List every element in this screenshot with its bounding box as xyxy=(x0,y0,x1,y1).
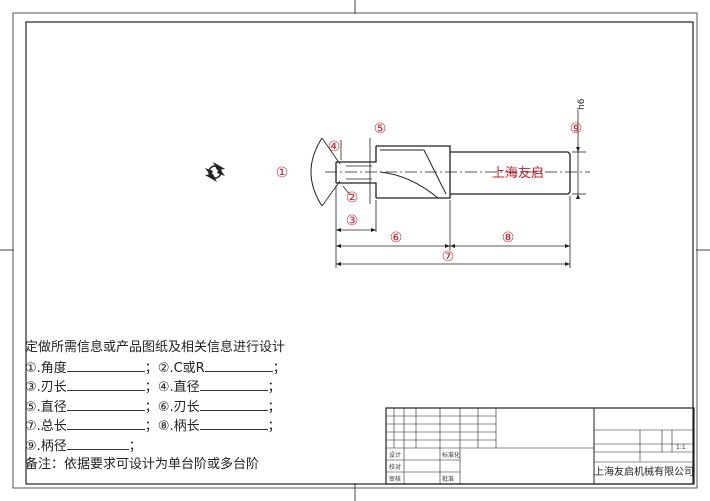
dimension-arrows xyxy=(336,147,580,266)
separator: ； xyxy=(267,419,281,434)
title-block xyxy=(385,407,695,485)
callout-3: ③ xyxy=(346,213,359,229)
angle-leg-top xyxy=(321,137,341,165)
company-name: 上海友启机械有限公司 xyxy=(594,465,694,478)
callout-2: ② xyxy=(346,190,359,206)
label-approve: 批准 xyxy=(442,475,454,483)
tool-body xyxy=(325,145,590,199)
dimension-lines xyxy=(335,110,586,268)
separator: ； xyxy=(144,399,158,415)
callout-9: ⑨ xyxy=(570,121,583,137)
field-blank-shank-length[interactable] xyxy=(199,416,268,430)
field-blank-angle[interactable] xyxy=(66,358,145,372)
outer-border xyxy=(12,12,698,489)
label-standard: 标准化 xyxy=(442,451,460,459)
form-note: 备注：依据要求可设计为单台阶或多台阶 xyxy=(25,457,260,472)
field-blank-diameter[interactable] xyxy=(199,377,268,391)
field-label-cut-length: ③.刃长 xyxy=(25,380,67,395)
separator: ； xyxy=(272,360,286,376)
form-row-1: ①.角度；②.C或R； xyxy=(25,358,286,378)
scale-value: 1:1 xyxy=(676,444,686,451)
field-blank-chamfer[interactable] xyxy=(204,358,273,372)
field-label-chamfer: ②.C或R xyxy=(157,360,205,376)
angle-leg-bottom xyxy=(321,180,341,207)
form-row-3: ⑤.直径；⑥.刃长； xyxy=(25,397,286,417)
end-view-icon xyxy=(205,162,225,182)
field-label-shank-length: ⑧.柄长 xyxy=(157,419,200,434)
callouts: ① ② ③ ④ ⑤ ⑥ ⑦ ⑧ ⑨ xyxy=(276,121,583,265)
label-check: 校对 xyxy=(389,463,401,471)
callout-7: ⑦ xyxy=(442,249,455,265)
field-label-angle: ①.角度 xyxy=(25,360,67,376)
separator: ； xyxy=(267,380,281,395)
field-blank-step-diameter[interactable] xyxy=(66,397,145,411)
form-row-2: ③.刃长；④.直径； xyxy=(25,377,286,397)
inner-border xyxy=(25,21,694,485)
form-row-5: ⑨.柄径 ； xyxy=(25,436,286,456)
field-label-diameter: ④.直径 xyxy=(157,380,200,395)
field-blank-shank-diameter[interactable] xyxy=(66,436,129,450)
field-label-step-length: ⑥.刃长 xyxy=(157,399,200,415)
field-blank-cut-length[interactable] xyxy=(66,377,145,391)
separator: ； xyxy=(128,438,142,454)
separator: ； xyxy=(144,380,158,395)
tolerance-label: h6 xyxy=(577,98,587,110)
callout-1: ① xyxy=(276,165,289,181)
angle-arc xyxy=(310,137,323,207)
separator: ； xyxy=(144,419,158,434)
field-label-shank-diameter: ⑨.柄径 xyxy=(25,438,67,454)
callout-5: ⑤ xyxy=(374,121,387,137)
callout-6: ⑥ xyxy=(390,230,403,246)
form-row-4: ⑦.总长；⑧.柄长； xyxy=(25,416,286,436)
field-label-total-length: ⑦.总长 xyxy=(25,419,67,434)
callout-4: ④ xyxy=(328,139,341,155)
form-title: 定做所需信息或产品图纸及相关信息进行设计 xyxy=(25,340,286,355)
watermark-text: 上海友启 xyxy=(492,165,544,181)
field-blank-step-length[interactable] xyxy=(199,397,268,411)
callout-8: ⑧ xyxy=(502,230,515,246)
field-label-step-diameter: ⑤.直径 xyxy=(25,399,67,415)
separator: ； xyxy=(144,360,158,376)
spec-form: 定做所需信息或产品图纸及相关信息进行设计 ①.角度；②.C或R； ③.刃长；④.… xyxy=(25,338,286,475)
separator: ； xyxy=(267,399,281,415)
label-review: 审核 xyxy=(389,475,401,483)
title-block-labels: 设计 校对 审核 标准化 批准 1:1 xyxy=(389,444,686,483)
label-design: 设计 xyxy=(389,451,401,459)
field-blank-total-length[interactable] xyxy=(66,416,145,430)
